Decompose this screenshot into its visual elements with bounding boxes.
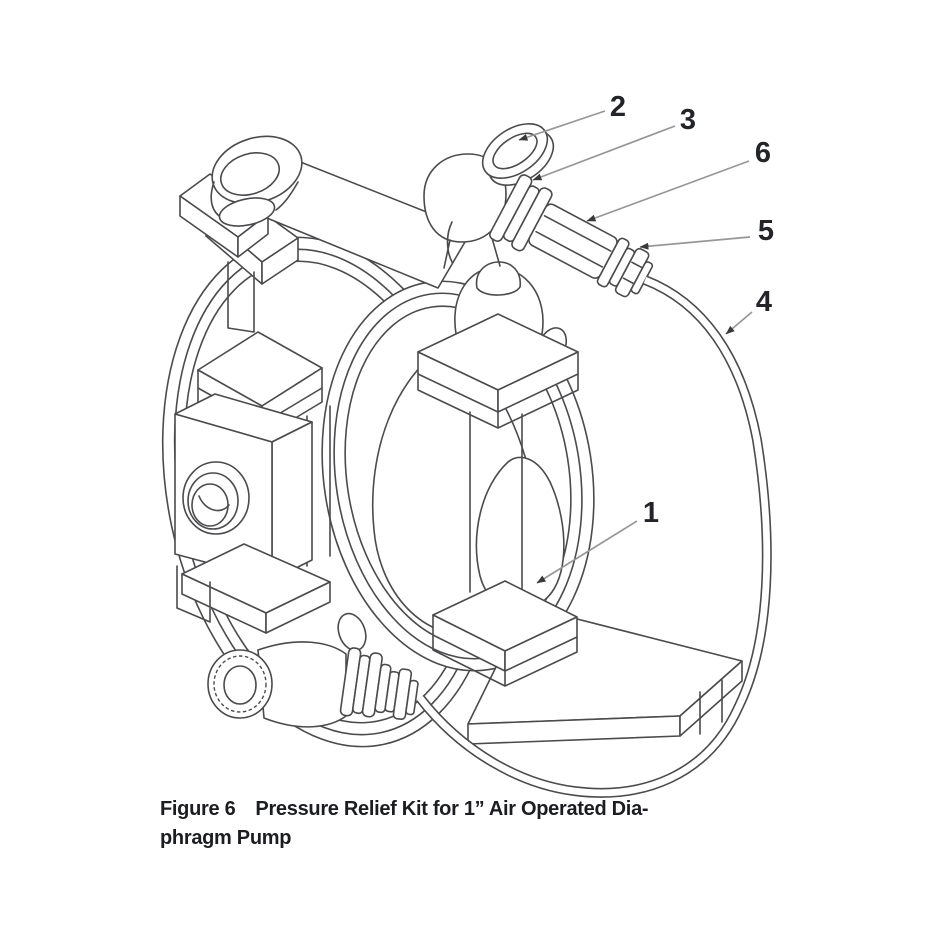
air-inlet-port-bore: [191, 483, 229, 527]
callout-4-label: 4: [756, 286, 772, 318]
figure-caption: Figure 6 Pressure Relief Kit for 1” Air O…: [160, 795, 800, 853]
callout-6-label: 6: [755, 137, 771, 169]
discharge-manifold-tube: [210, 135, 473, 289]
threaded-port-threads: [213, 655, 267, 713]
callout-1-leader: [536, 520, 638, 584]
figure-title-line1: Pressure Relief Kit for 1” Air Operated …: [255, 798, 649, 820]
callout-leaders: [518, 110, 753, 584]
callout-5-leader: [639, 236, 751, 250]
tee-fitting: [423, 123, 654, 298]
callout-4-leader: [725, 311, 753, 335]
relief-valve-assembly: [489, 174, 654, 298]
bottom-elbow-fitting: [207, 641, 419, 728]
threaded-port-bore: [223, 665, 257, 705]
callout-2-leader: [518, 110, 606, 141]
diaphragm-opening-small: [475, 456, 565, 611]
air-chamber-standpipe: [417, 261, 579, 687]
air-dome-top-bump: [475, 261, 522, 296]
callout-2-label: 2: [610, 91, 626, 123]
callout-1-label: 1: [643, 497, 659, 529]
hose-loop: [416, 275, 772, 798]
manifold-elbow: [210, 135, 303, 227]
caption-line-2: phragm Pump: [160, 824, 800, 853]
figure-title-line2: phragm Pump: [160, 827, 292, 849]
caption-line-1: Figure 6 Pressure Relief Kit for 1” Air O…: [160, 795, 800, 824]
callout-5-label: 5: [758, 215, 774, 247]
callout-6-leader: [586, 160, 750, 222]
callout-numbers: 2 3 6 5 4 1: [610, 91, 774, 529]
figure-label: Figure 6: [160, 798, 236, 820]
callout-3-label: 3: [680, 104, 696, 136]
air-valve-block: [174, 331, 331, 634]
callout-3-leader: [532, 125, 676, 181]
